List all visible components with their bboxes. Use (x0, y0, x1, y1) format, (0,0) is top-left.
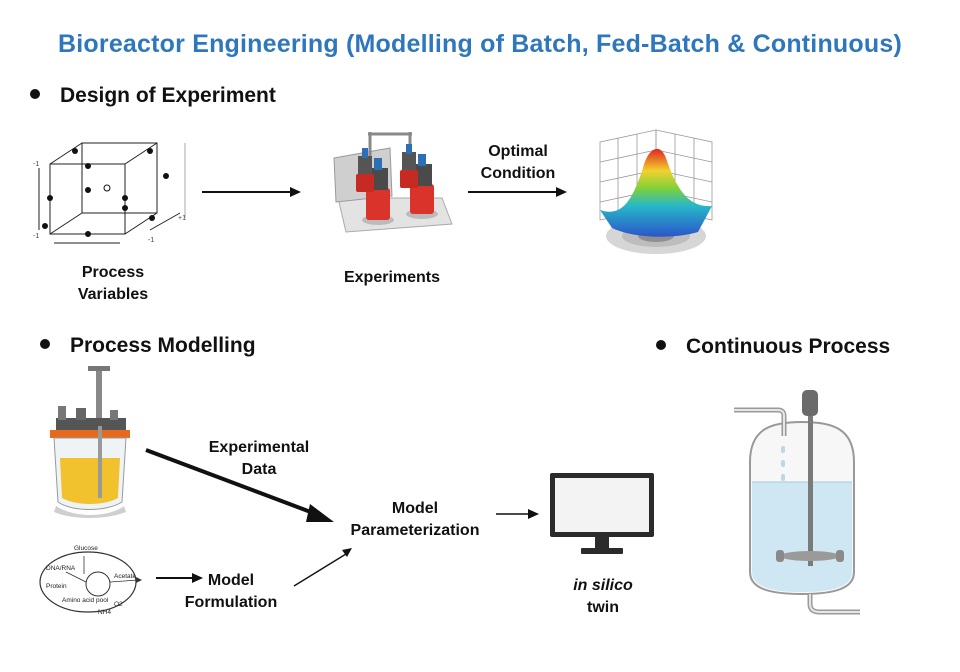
arrow-icon (468, 187, 567, 197)
section-process-modelling: Process Modelling (40, 334, 256, 358)
svg-text:-1: -1 (33, 233, 39, 240)
arrow-icon (145, 448, 334, 522)
arrow-icon (156, 573, 203, 583)
section-label: Continuous Process (686, 335, 891, 358)
arrow-icon (293, 548, 352, 587)
section-design-of-experiment: Design of Experiment (30, 84, 276, 108)
svg-text:-1: -1 (148, 237, 154, 244)
svg-text:Glucose: Glucose (74, 545, 98, 552)
svg-text:Amino acid pool: Amino acid pool (62, 597, 109, 604)
doe-cube-icon: -1 -1 -1 +1 (33, 142, 186, 244)
metabolic-network-icon: Glucose DNA/RNA Protein Acetate Amino ac… (39, 545, 142, 616)
parallel-bioreactors-icon (333, 132, 453, 233)
svg-text:Acetate: Acetate (114, 573, 136, 580)
benchtop-bioreactor-icon (50, 366, 130, 518)
section-continuous-process: Continuous Process (656, 335, 890, 359)
svg-text:Protein: Protein (46, 583, 67, 590)
arrow-icon (496, 509, 539, 519)
svg-text:DNA/RNA: DNA/RNA (46, 565, 76, 572)
bullet-icon (656, 340, 666, 351)
section-label: Design of Experiment (60, 84, 276, 107)
bullet-icon (40, 339, 50, 350)
continuous-tank-icon (734, 390, 860, 615)
svg-text:-1: -1 (33, 161, 39, 168)
label-experiments: Experiments (343, 269, 441, 286)
response-surface-icon (599, 129, 713, 254)
page-title: Bioreactor Engineering (Modelling of Bat… (58, 30, 902, 58)
svg-text:+1: +1 (178, 215, 186, 222)
monitor-icon (550, 473, 654, 554)
svg-text:O2: O2 (114, 601, 123, 608)
section-label: Process Modelling (70, 334, 256, 357)
bullet-icon (30, 89, 40, 100)
svg-text:NH4: NH4 (98, 609, 111, 616)
arrow-icon (202, 187, 301, 197)
